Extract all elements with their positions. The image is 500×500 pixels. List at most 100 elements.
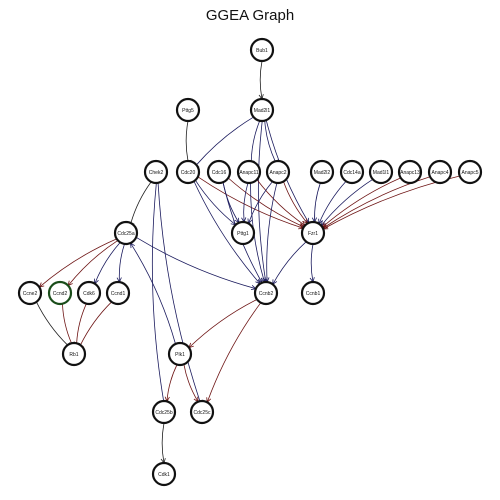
node-circle[interactable] — [249, 97, 275, 123]
node-circle[interactable] — [206, 159, 232, 185]
edge-line — [310, 243, 314, 283]
node-anapc11[interactable]: Anapc11 — [236, 159, 262, 185]
edge-line — [314, 182, 321, 223]
edge-line — [248, 181, 273, 224]
node-label: Pttg1 — [237, 231, 249, 237]
node-circle[interactable] — [230, 220, 256, 246]
node-cdc14a[interactable]: Cdc14a — [339, 159, 365, 185]
node-chek2[interactable]: Chek2 — [143, 159, 169, 185]
node-circle[interactable] — [167, 341, 193, 367]
node-label: Cdc25a — [117, 231, 134, 237]
edge-line — [272, 241, 307, 285]
edge-line — [62, 303, 72, 344]
node-circle[interactable] — [300, 280, 326, 306]
node-circle[interactable] — [151, 399, 177, 425]
node-circle[interactable] — [113, 220, 139, 246]
node-mad1l1[interactable]: Mad1l1 — [368, 159, 394, 185]
node-label: Pttg5 — [182, 108, 194, 114]
node-pttg5[interactable]: Pttg5 — [175, 97, 201, 123]
node-label: Ccnd2 — [53, 291, 68, 297]
node-ccnb1[interactable]: Ccnb1 — [300, 280, 326, 306]
node-mad2l2[interactable]: Mad2l2 — [309, 159, 335, 185]
node-circle[interactable] — [339, 159, 365, 185]
node-circle[interactable] — [61, 341, 87, 367]
edge-line — [256, 179, 306, 226]
node-circle[interactable] — [175, 97, 201, 123]
node-label: Plk1 — [175, 352, 185, 358]
node-circle[interactable] — [427, 159, 453, 185]
edge-line — [183, 364, 199, 402]
node-cdc16[interactable]: Cdc16 — [206, 159, 232, 185]
node-circle[interactable] — [265, 159, 291, 185]
node-anapc13[interactable]: Anapc13 — [397, 159, 423, 185]
node-circle[interactable] — [76, 280, 102, 306]
edge-line — [135, 236, 256, 290]
node-circle[interactable] — [175, 159, 201, 185]
edge-line — [188, 299, 258, 348]
node-circle[interactable] — [300, 220, 326, 246]
edge-line — [197, 176, 304, 229]
node-ccne2[interactable]: Ccne2 — [17, 280, 43, 306]
node-circle[interactable] — [368, 159, 394, 185]
node-cdc20[interactable]: Cdc20 — [175, 159, 201, 185]
edge-line — [266, 182, 278, 283]
node-label: Mad2l1 — [254, 108, 271, 114]
node-plk1[interactable]: Plk1 — [167, 341, 193, 367]
node-circle[interactable] — [17, 280, 43, 306]
node-circle[interactable] — [249, 37, 275, 63]
node-pttg1[interactable]: Pttg1 — [230, 220, 256, 246]
edge-line — [130, 181, 152, 224]
node-cdc25b[interactable]: Cdc25b — [151, 399, 177, 425]
edge-line — [80, 301, 112, 346]
node-ccnd2[interactable]: Ccnd2 — [47, 280, 73, 306]
graph-title: GGEA Graph — [206, 7, 294, 24]
edge-line — [259, 60, 263, 100]
node-rb1[interactable]: Rb1 — [61, 341, 87, 367]
node-circle[interactable] — [236, 159, 262, 185]
node-anapc4[interactable]: Anapc4 — [427, 159, 453, 185]
edge-line — [320, 179, 374, 226]
node-ccnd1[interactable]: Ccnd1 — [105, 280, 131, 306]
edge-line — [283, 181, 308, 224]
node-cdk6[interactable]: Cdk6 — [76, 280, 102, 306]
node-cdc25a[interactable]: Cdc25a — [113, 220, 139, 246]
node-label: Ccnb1 — [306, 291, 321, 297]
node-circle[interactable] — [457, 159, 483, 185]
node-circle[interactable] — [309, 159, 335, 185]
node-label: Ccne2 — [23, 291, 38, 297]
edge-line — [166, 364, 178, 402]
node-circle[interactable] — [105, 280, 131, 306]
node-fzr1[interactable]: Fzr1 — [300, 220, 326, 246]
edge-line — [318, 180, 347, 224]
node-anapc5[interactable]: Anapc5 — [457, 159, 483, 185]
node-cdk1[interactable]: Cdk1 — [151, 461, 177, 487]
node-label: Rb1 — [69, 352, 78, 358]
edge-line — [39, 238, 117, 288]
node-label: Ccnd1 — [111, 291, 126, 297]
edge-line — [243, 182, 249, 223]
node-circle[interactable] — [143, 159, 169, 185]
node-mad2l1[interactable]: Mad2l1 — [249, 97, 275, 123]
node-circle[interactable] — [253, 280, 279, 306]
node-circle[interactable] — [151, 461, 177, 487]
node-label: Cdk1 — [158, 472, 170, 478]
edge-line — [264, 120, 276, 162]
node-label: Cdc16 — [212, 170, 227, 176]
node-circle[interactable] — [47, 280, 73, 306]
node-ccnb2[interactable]: Ccnb2 — [253, 280, 279, 306]
node-label: Ccnb2 — [259, 291, 274, 297]
node-anapc2[interactable]: Anapc2 — [265, 159, 291, 185]
node-label: Cdc25b — [155, 410, 172, 416]
node-bub1[interactable]: Bub1 — [249, 37, 275, 63]
edge-line — [196, 116, 254, 166]
node-circle[interactable] — [189, 399, 215, 425]
node-cdc25c[interactable]: Cdc25c — [189, 399, 215, 425]
node-label: Anapc5 — [462, 170, 479, 176]
edge-line — [76, 303, 87, 344]
node-label: Anapc4 — [432, 170, 449, 176]
node-label: Anapc2 — [270, 170, 287, 176]
node-circle[interactable] — [397, 159, 423, 185]
edge-line — [195, 179, 236, 226]
